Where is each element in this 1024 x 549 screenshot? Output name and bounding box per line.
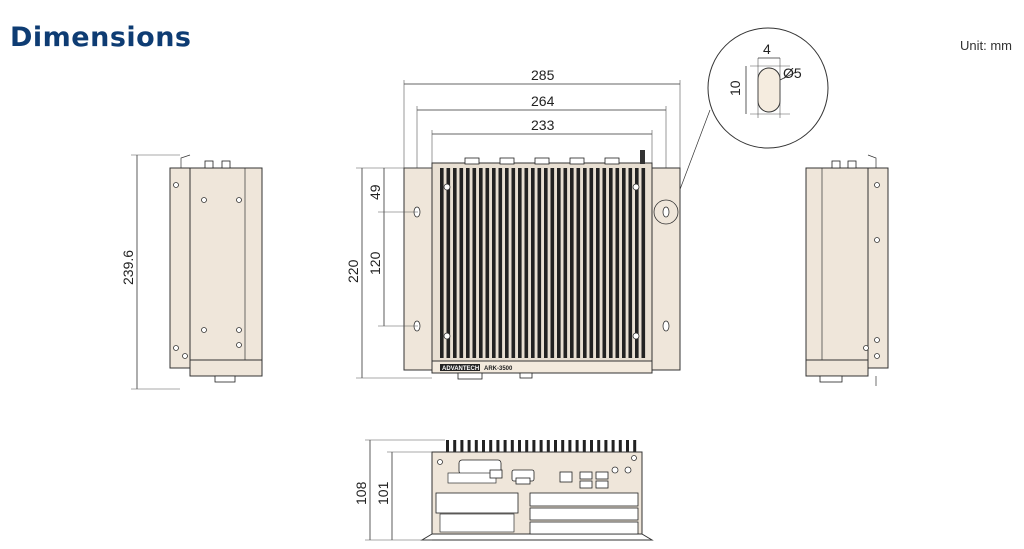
front-heatsink-fin	[453, 440, 457, 452]
front-heatsink-fins	[446, 440, 637, 452]
heatsink-fin	[557, 168, 561, 358]
heatsink-fin	[570, 168, 574, 358]
front-heatsink-fin	[575, 440, 579, 452]
front-heatsink-fin	[525, 440, 529, 452]
front-heatsink-fin	[590, 440, 593, 452]
front-heatsink-fin	[618, 440, 622, 452]
width-body-label: 233	[531, 117, 555, 133]
front-heatsink-fin	[510, 440, 514, 452]
hole-spacing-label: 120	[367, 251, 383, 275]
front-height-overall-label: 108	[353, 481, 369, 505]
unit-label: Unit: mm	[960, 38, 1012, 53]
heatsink-fin	[511, 168, 516, 358]
heatsink-fin	[505, 168, 509, 358]
heatsink-fin	[641, 168, 646, 358]
side-depth-label: 239.6	[120, 250, 136, 285]
heatsink-fin	[602, 168, 607, 358]
front-heatsink-fin	[518, 440, 521, 452]
front-heatsink-fin	[503, 440, 507, 452]
model-label: ARK-3500	[484, 366, 513, 372]
front-heatsink-fin	[611, 440, 615, 452]
front-heatsink-fin	[532, 440, 536, 452]
heatsink-fins	[440, 168, 646, 358]
detail-slot-height-label: 10	[727, 80, 743, 96]
front-view: 108 101	[353, 439, 654, 541]
front-heatsink-fin	[626, 440, 629, 452]
heatsink-fin	[635, 168, 639, 358]
heatsink-fin	[622, 168, 626, 358]
front-heatsink-fin	[604, 440, 608, 452]
front-heatsink-fin	[568, 440, 572, 452]
top-view: ADVANTECH ARK-3500 220 49 120	[345, 150, 681, 380]
heatsink-fin	[615, 168, 620, 358]
heatsink-fin	[446, 168, 451, 358]
front-heatsink-fin	[496, 440, 500, 452]
heatsink-fin	[576, 168, 581, 358]
front-heatsink-fin	[546, 440, 550, 452]
front-heatsink-fin	[582, 440, 586, 452]
heatsink-fin	[440, 168, 444, 358]
heatsink-fin	[583, 168, 587, 358]
heatsink-fin	[459, 168, 464, 358]
height-left-label: 220	[345, 259, 361, 283]
detail-hole-diameter-label: Ø5	[783, 65, 802, 81]
right-side-view	[805, 154, 889, 386]
front-heatsink-fin	[554, 440, 557, 452]
width-overall-label: 285	[531, 67, 555, 83]
width-mounting-label: 264	[531, 93, 555, 109]
heatsink-fin	[531, 168, 535, 358]
heatsink-fin	[453, 168, 457, 358]
heatsink-fin	[524, 168, 529, 358]
front-heatsink-fin	[539, 440, 543, 452]
front-heatsink-fin	[446, 440, 449, 452]
heatsink-fin	[563, 168, 568, 358]
heatsink-fin	[498, 168, 503, 358]
brand-logo: ADVANTECH	[442, 366, 479, 372]
front-heatsink-fin	[482, 440, 485, 452]
front-heatsink-fin	[489, 440, 493, 452]
heatsink-fin	[485, 168, 490, 358]
heatsink-fin	[537, 168, 542, 358]
heatsink-fin	[479, 168, 483, 358]
left-side-view: 239.6	[120, 154, 263, 390]
heatsink-fin	[518, 168, 522, 358]
detail-slot-width-label: 4	[763, 41, 771, 57]
front-heatsink-fin	[561, 440, 565, 452]
heatsink-fin	[492, 168, 496, 358]
heatsink-fin	[609, 168, 613, 358]
hole-offset-label: 49	[367, 184, 383, 200]
heatsink-fin	[544, 168, 548, 358]
page-title: Dimensions	[10, 22, 192, 53]
heatsink-fin	[589, 168, 594, 358]
heatsink-fin	[472, 168, 477, 358]
mounting-hole-detail: 4 10 Ø5	[675, 27, 829, 201]
front-heatsink-fin	[633, 440, 637, 452]
front-height-body-label: 101	[375, 481, 391, 505]
top-width-dimensions: 285 264 233	[403, 67, 681, 210]
heatsink-fin	[628, 168, 633, 358]
front-heatsink-fin	[467, 440, 471, 452]
heatsink-fin	[596, 168, 600, 358]
front-heatsink-fin	[460, 440, 464, 452]
heatsink-fin	[550, 168, 555, 358]
heatsink-fin	[466, 168, 470, 358]
front-heatsink-fin	[474, 440, 478, 452]
front-heatsink-fin	[597, 440, 601, 452]
